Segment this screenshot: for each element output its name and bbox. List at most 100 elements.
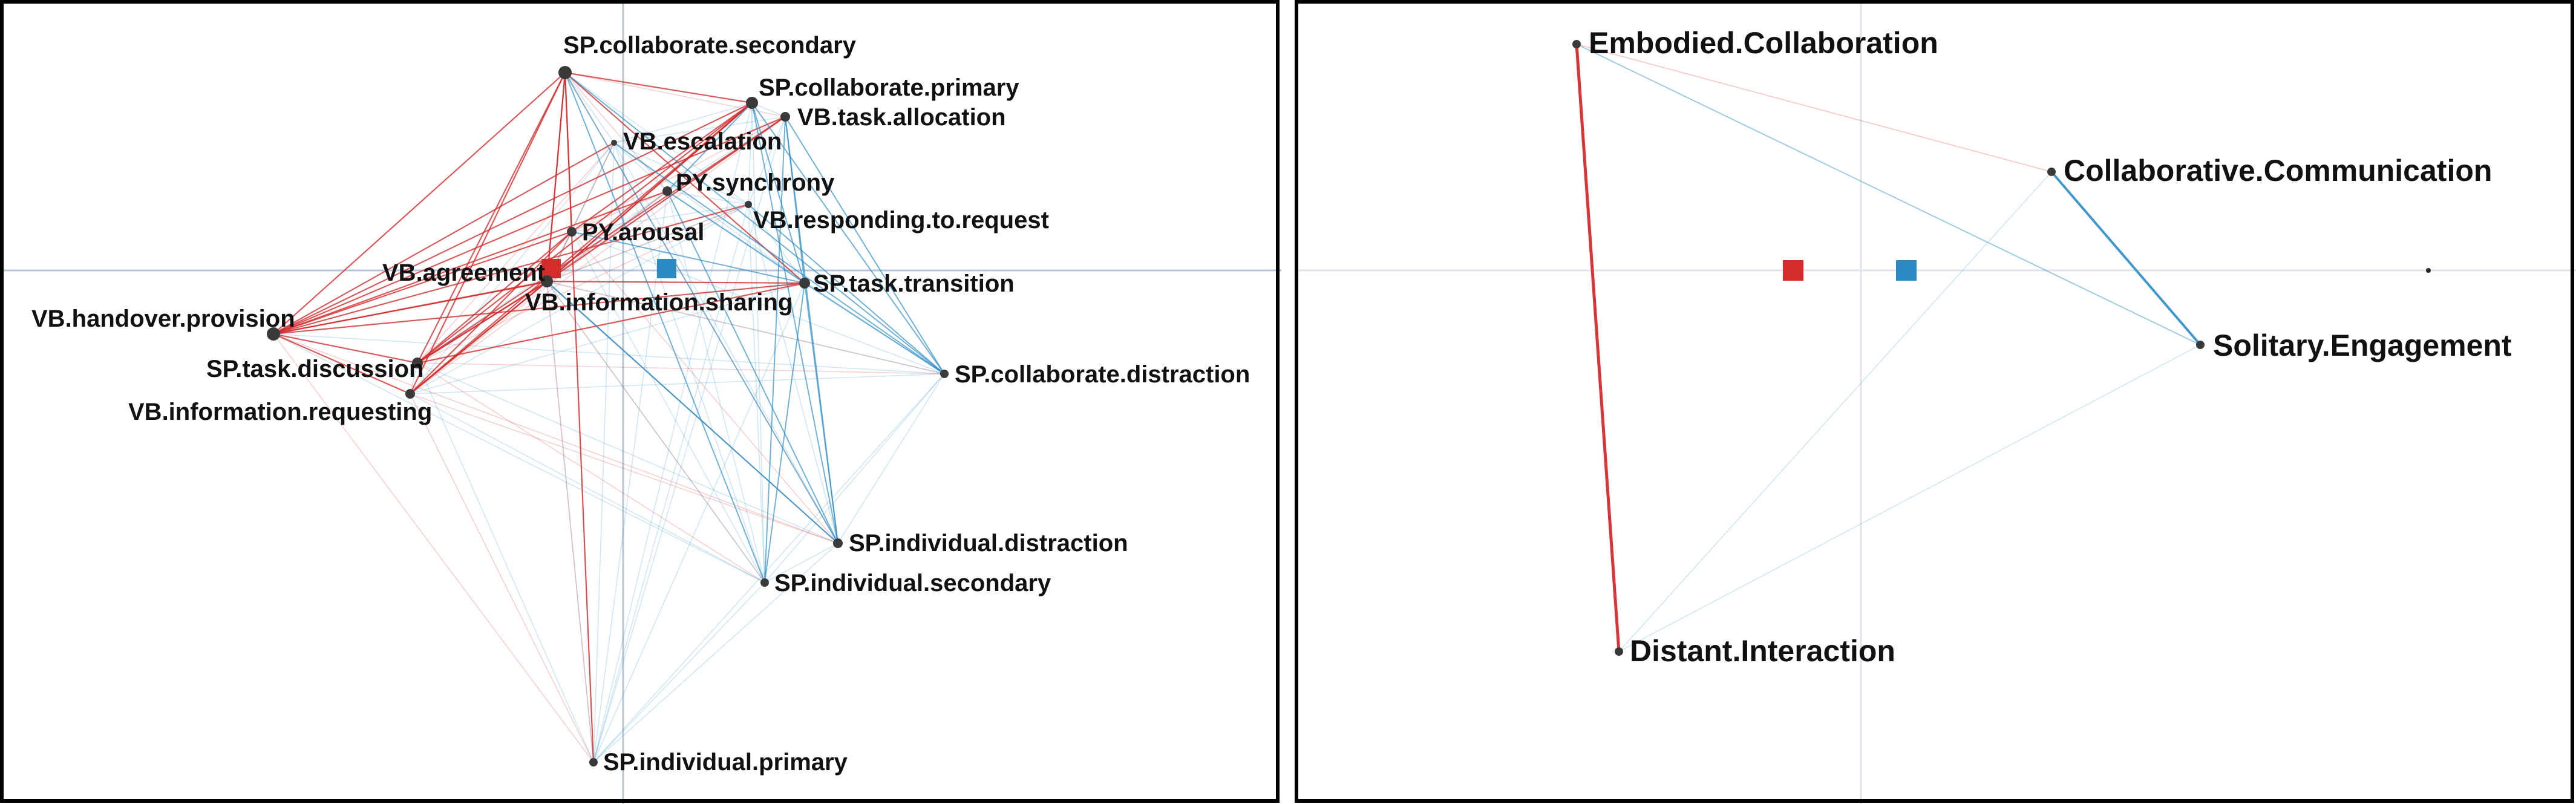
node-dot: [745, 201, 752, 208]
left-network-plot: SP.collaborate.secondary SP.collaborate.…: [0, 0, 1281, 804]
right-network-panel: Embodied.Collaboration Collaborative.Com…: [1295, 0, 2576, 804]
red-centroid-marker: [1783, 260, 1803, 281]
red-edge-line: [546, 280, 806, 284]
red-edge-line: [272, 333, 419, 364]
edge-line: [546, 142, 615, 282]
node-dot: [542, 277, 552, 287]
red-edge-line: [546, 102, 753, 283]
node-dot: [760, 578, 769, 587]
red-edge-line: [564, 71, 595, 763]
blue-edge-line: [571, 231, 805, 284]
red-edge-line: [409, 281, 548, 395]
blue-edge-line: [564, 72, 945, 374]
node-dot: [558, 66, 572, 79]
node-dot: [2047, 168, 2056, 176]
red-edge-line: [416, 71, 566, 364]
edge-line: [593, 373, 945, 763]
node-label-info-sharing: VB.information.sharing: [525, 289, 793, 316]
node-dot: [1615, 647, 1623, 656]
red-edge-line: [546, 71, 566, 283]
edge-layer: [1575, 42, 2202, 653]
edge-line: [546, 281, 594, 763]
node-label-escalation: VB.escalation: [623, 128, 782, 155]
node-label-task-allocation: VB.task.allocation: [797, 104, 1006, 131]
edge-line: [546, 204, 749, 283]
red-edge-line: [409, 71, 566, 395]
edge-line: [837, 373, 945, 544]
edge-line: [764, 543, 839, 583]
blue-edge-line: [804, 283, 945, 374]
edge-line: [593, 102, 753, 763]
edge-line: [410, 373, 945, 394]
edge-line: [546, 142, 615, 283]
edge-line: [571, 231, 839, 544]
edge-line: [571, 142, 615, 232]
edge-line: [564, 72, 749, 205]
node-dot: [833, 538, 843, 548]
blue-edge-line: [804, 283, 839, 544]
blue-edge-line: [751, 102, 805, 284]
edge-line: [546, 281, 945, 374]
edge-line: [593, 116, 786, 763]
node-label-solitary: Solitary.Engagement: [2213, 328, 2512, 362]
red-edge-line: [416, 116, 786, 364]
node-label-ind-distraction: SP.individual.distraction: [849, 530, 1128, 557]
blue-edge-line: [613, 142, 945, 374]
edge-line: [613, 142, 749, 205]
edge-line: [613, 142, 765, 583]
node-layer: [1572, 40, 2205, 656]
edge-line: [593, 283, 805, 763]
red-edge-line: [570, 102, 753, 233]
red-edge-line: [1575, 42, 1621, 653]
blue-centroid-marker: [1896, 260, 1917, 281]
centroid-layer: [541, 259, 676, 278]
node-dot: [611, 140, 617, 146]
blue-edge-line: [748, 204, 945, 374]
node-dot: [267, 327, 280, 341]
edge-line: [417, 204, 749, 364]
red-edge-line: [272, 203, 750, 335]
red-edge-line: [546, 116, 786, 283]
red-edge-line: [272, 230, 573, 335]
edge-line: [273, 333, 839, 544]
red-edge-line: [272, 281, 548, 335]
edge-line: [410, 283, 805, 394]
node-dot: [940, 370, 949, 378]
red-edge-line: [416, 102, 753, 364]
node-dot: [662, 186, 672, 196]
red-edge-line: [416, 282, 806, 364]
edge-line: [571, 231, 765, 583]
edge-line: [417, 362, 839, 544]
label-layer: Embodied.Collaboration Collaborative.Com…: [1589, 26, 2512, 668]
node-dot: [1572, 40, 1581, 48]
blue-edge-line: [564, 72, 765, 583]
red-edge-line: [409, 102, 753, 395]
edge-line: [571, 231, 945, 374]
edge-line: [546, 204, 749, 282]
node-label-arousal: PY.arousal: [582, 219, 704, 246]
red-edge-line: [272, 333, 411, 395]
red-edge-line: [1576, 44, 2052, 172]
node-label-ind-secondary: SP.individual.secondary: [774, 570, 1051, 596]
edge-line: [417, 362, 765, 583]
blue-edge-line: [667, 191, 839, 544]
node-label-synchrony: PY.synchrony: [676, 169, 835, 196]
node-label-ind-primary: SP.individual.primary: [603, 749, 848, 776]
red-centroid-marker: [541, 259, 561, 278]
edge-line: [593, 204, 749, 763]
edge-line: [410, 393, 594, 763]
edge-line: [751, 102, 765, 583]
edge-line: [410, 116, 786, 394]
right-panel-frame: [1295, 0, 2574, 803]
edge-line: [564, 72, 615, 143]
node-dot: [412, 358, 423, 368]
node-dot: [2196, 341, 2205, 349]
edge-line: [613, 142, 805, 284]
edge-line: [564, 72, 786, 117]
red-edge-line: [272, 142, 615, 335]
edge-line: [410, 204, 749, 394]
node-dot: [405, 389, 415, 399]
node-label-embodied: Embodied.Collaboration: [1589, 26, 1938, 60]
blue-edge-line: [1618, 344, 2201, 652]
blue-edge-line: [564, 72, 839, 544]
